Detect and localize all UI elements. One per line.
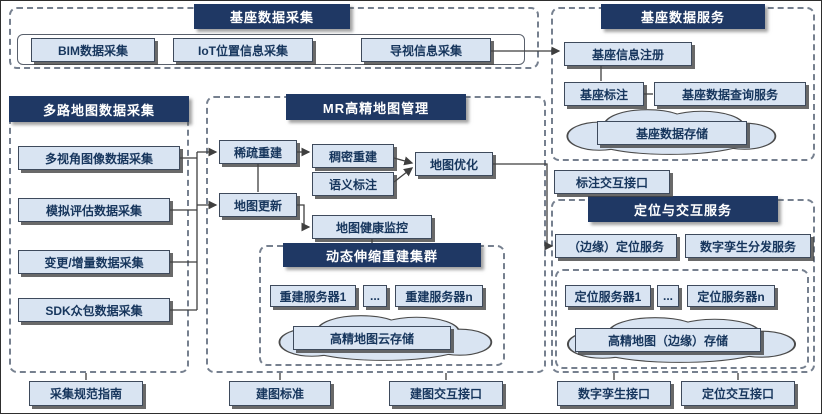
base-service-title: 基座数据服务 <box>601 4 765 29</box>
base-data-storage-label: 基座数据存储 <box>597 121 747 145</box>
base-annotation-box: 基座标注 <box>564 82 644 106</box>
multi-map-collection-title: 多路地图数据采集 <box>9 96 189 122</box>
bim-collection-box: BIM数据采集 <box>31 38 155 62</box>
change-increment-collection-box: 变更/增量数据采集 <box>18 250 170 274</box>
edge-positioning-service-box: （边缘）定位服务 <box>555 234 677 258</box>
map-optimization-box: 地图优化 <box>415 152 493 176</box>
base-collection-inner-frame <box>17 34 525 65</box>
iot-location-collection-box: IoT位置信息采集 <box>173 38 313 62</box>
digital-twin-distribution-box: 数字孪生分发服务 <box>685 234 811 258</box>
positioning-server-n-box: 定位服务器n <box>687 285 775 307</box>
base-data-query-box: 基座数据查询服务 <box>654 82 806 106</box>
digital-twin-interface-box: 数字孪生接口 <box>557 381 671 406</box>
reconstruction-server-dots: ... <box>363 285 387 307</box>
base-collection-title: 基座数据采集 <box>194 4 350 29</box>
map-update-box: 地图更新 <box>219 193 297 217</box>
dense-reconstruction-box: 稠密重建 <box>312 144 394 168</box>
signage-info-collection-box: 导视信息采集 <box>361 38 491 62</box>
collection-guide-box: 采集规范指南 <box>29 381 143 406</box>
sdk-crowdsource-collection-box: SDK众包数据采集 <box>18 298 170 322</box>
positioning-service-title: 定位与交互服务 <box>588 196 778 222</box>
mapping-standard-box: 建图标准 <box>229 381 331 406</box>
positioning-server-dots: ... <box>657 285 679 307</box>
mr-map-management-title: MR高精地图管理 <box>286 94 466 120</box>
hd-map-cloud-storage-label: 高精地图云存储 <box>293 326 451 350</box>
positioning-cluster-frame <box>555 269 809 369</box>
multiview-image-collection-box: 多视角图像数据采集 <box>18 146 180 170</box>
reconstruction-server-n-box: 重建服务器n <box>395 285 483 307</box>
hd-map-edge-storage-label: 高精地图（边缘）存储 <box>575 328 761 352</box>
positioning-interface-box: 定位交互接口 <box>681 381 795 406</box>
reconstruction-cluster-title: 动态伸缩重建集群 <box>283 243 481 267</box>
map-health-monitor-box: 地图健康监控 <box>312 215 432 239</box>
mapping-interface-box: 建图交互接口 <box>389 381 503 406</box>
sparse-reconstruction-box: 稀疏重建 <box>219 140 297 164</box>
annotation-interface-box: 标注交互接口 <box>554 170 670 194</box>
positioning-server-1-box: 定位服务器1 <box>565 285 651 307</box>
reconstruction-server-1-box: 重建服务器1 <box>270 285 356 307</box>
simulation-eval-collection-box: 模拟评估数据采集 <box>18 198 170 222</box>
semantic-annotation-box: 语义标注 <box>312 172 394 196</box>
base-info-register-box: 基座信息注册 <box>564 42 692 66</box>
